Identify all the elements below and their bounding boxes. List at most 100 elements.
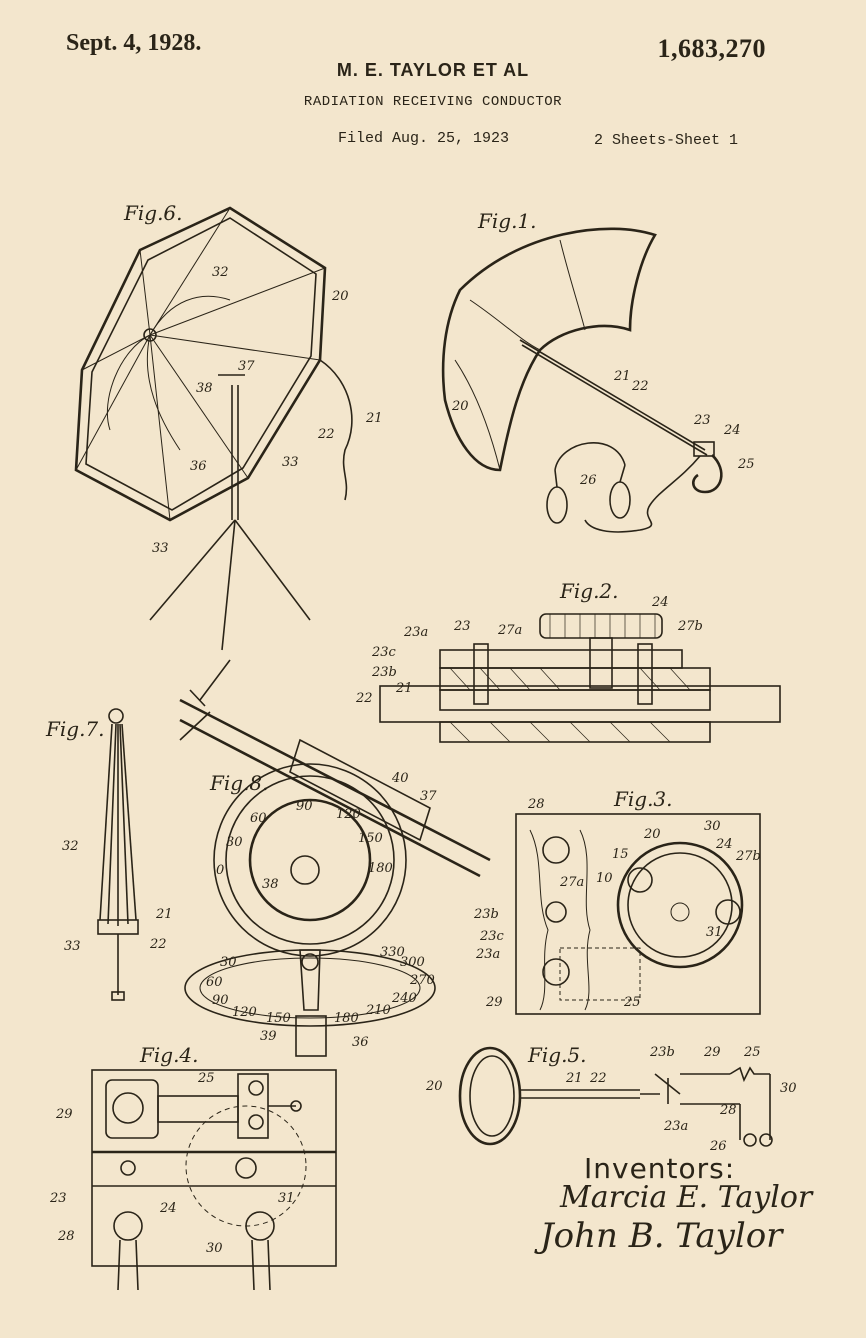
fig7-label: Fig.7. bbox=[45, 717, 105, 741]
fig4-case bbox=[91, 1069, 337, 1267]
fig8-label: Fig.8. bbox=[209, 771, 269, 795]
fig3-dial-labels: 10 15 20 bbox=[596, 827, 661, 886]
svg-text:60: 60 bbox=[250, 811, 267, 826]
svg-text:0: 0 bbox=[216, 863, 224, 878]
svg-text:22: 22 bbox=[631, 379, 649, 394]
svg-text:210: 210 bbox=[365, 1003, 391, 1018]
svg-text:23b: 23b bbox=[649, 1045, 675, 1060]
svg-text:33: 33 bbox=[152, 541, 169, 556]
fig2-knob bbox=[539, 613, 663, 639]
fig6-frame-inner bbox=[85, 217, 317, 511]
svg-text:28: 28 bbox=[527, 797, 545, 812]
fig4-terminal-28 bbox=[113, 1211, 143, 1241]
fig2-right-post bbox=[637, 643, 653, 705]
svg-text:30: 30 bbox=[206, 1241, 223, 1256]
svg-text:150: 150 bbox=[358, 831, 383, 846]
figure-1: Fig.1. 21 22 20 23 24 25 26 bbox=[441, 209, 755, 533]
svg-text:40: 40 bbox=[391, 771, 409, 786]
svg-text:22: 22 bbox=[355, 691, 373, 706]
svg-text:23a: 23a bbox=[403, 625, 428, 640]
svg-text:120: 120 bbox=[336, 807, 361, 822]
svg-text:90: 90 bbox=[212, 993, 229, 1008]
svg-text:25: 25 bbox=[197, 1071, 215, 1086]
svg-text:24: 24 bbox=[715, 837, 733, 852]
svg-text:28: 28 bbox=[57, 1229, 75, 1244]
svg-text:23b: 23b bbox=[473, 907, 499, 922]
patent-number: 1,683,270 bbox=[657, 34, 766, 63]
sheet-count: 2 Sheets-Sheet 1 bbox=[594, 132, 739, 149]
figure-7: Fig.7. 32 21 33 22 bbox=[45, 708, 173, 1001]
svg-text:23a: 23a bbox=[475, 947, 500, 962]
svg-text:25: 25 bbox=[623, 995, 641, 1010]
svg-text:15: 15 bbox=[612, 847, 629, 862]
fig8-dial-inner bbox=[248, 798, 372, 922]
svg-text:27a: 27a bbox=[497, 623, 522, 638]
figure-4: Fig.4. 25 29 23 24 31 28 30 bbox=[49, 1043, 337, 1291]
fig5-resistor bbox=[729, 1066, 770, 1083]
fig6-ribs bbox=[75, 207, 326, 521]
patent-title: RADIATION RECEIVING CONDUCTOR bbox=[303, 94, 563, 110]
svg-text:20: 20 bbox=[643, 827, 661, 842]
svg-text:39: 39 bbox=[260, 1029, 277, 1044]
svg-text:24: 24 bbox=[159, 1201, 177, 1216]
svg-text:10: 10 bbox=[596, 871, 613, 886]
fig3-screw-29 bbox=[542, 958, 570, 986]
patent-date: Sept. 4, 1928. bbox=[66, 30, 202, 56]
fig2-left-post bbox=[473, 643, 489, 705]
filed-date: Filed Aug. 25, 1923 bbox=[338, 130, 510, 147]
svg-text:330: 330 bbox=[380, 945, 405, 960]
fig2-top-plate bbox=[439, 649, 683, 669]
svg-text:27a: 27a bbox=[559, 875, 584, 890]
svg-text:270: 270 bbox=[409, 973, 435, 988]
fig1-label: Fig.1. bbox=[477, 209, 537, 233]
inventors-heading: Inventors: bbox=[584, 1152, 736, 1185]
svg-text:24: 24 bbox=[651, 595, 669, 610]
svg-text:24: 24 bbox=[723, 423, 741, 438]
inventor-names: M. E. TAYLOR ET AL bbox=[336, 60, 530, 80]
svg-text:20: 20 bbox=[425, 1079, 443, 1094]
fig1-cord bbox=[584, 455, 701, 533]
fig6-label: Fig.6. bbox=[123, 201, 183, 225]
svg-text:32: 32 bbox=[212, 265, 229, 280]
svg-text:30: 30 bbox=[704, 819, 721, 834]
fig8-clamp bbox=[289, 738, 431, 842]
fig2-screw bbox=[589, 637, 613, 689]
svg-text:26: 26 bbox=[709, 1139, 727, 1154]
svg-text:38: 38 bbox=[262, 877, 279, 892]
svg-text:28: 28 bbox=[719, 1103, 737, 1118]
fig3-case bbox=[515, 813, 761, 1015]
fig3-knob bbox=[616, 841, 744, 969]
svg-text:29: 29 bbox=[485, 995, 503, 1010]
svg-text:21: 21 bbox=[613, 369, 631, 384]
svg-text:240: 240 bbox=[391, 991, 417, 1006]
fig5-detector bbox=[640, 1073, 681, 1104]
svg-text:23: 23 bbox=[453, 619, 471, 634]
fig8-dial-lower-labels: 30 60 90 120 150 180 210 240 270 300 330 bbox=[206, 945, 435, 1026]
fig6-tripod bbox=[149, 374, 311, 651]
fig8-tube-bottom bbox=[179, 718, 481, 878]
fig4-label: Fig.4. bbox=[139, 1043, 199, 1067]
fig7-ribs bbox=[99, 723, 137, 926]
svg-text:32: 32 bbox=[62, 839, 79, 854]
svg-text:37: 37 bbox=[420, 789, 437, 804]
svg-text:25: 25 bbox=[737, 457, 755, 472]
svg-text:30: 30 bbox=[226, 835, 243, 850]
fig1-shaft bbox=[519, 339, 706, 451]
svg-text:36: 36 bbox=[352, 1035, 369, 1050]
fig1-canopy bbox=[441, 227, 657, 472]
fig3-screw-28 bbox=[542, 836, 570, 864]
svg-text:33: 33 bbox=[282, 455, 299, 470]
fig8-dial-upper-labels: 0 30 60 90 120 150 180 bbox=[216, 799, 393, 878]
svg-text:31: 31 bbox=[706, 925, 723, 940]
svg-text:20: 20 bbox=[331, 289, 349, 304]
signature-marcia-taylor: Marcia E. Taylor bbox=[560, 1180, 813, 1215]
svg-text:20: 20 bbox=[451, 399, 469, 414]
fig8-stem bbox=[295, 1015, 327, 1057]
svg-text:90: 90 bbox=[296, 799, 313, 814]
fig5-label: Fig.5. bbox=[527, 1043, 587, 1067]
fig3-label: Fig.3. bbox=[613, 787, 673, 811]
svg-text:27b: 27b bbox=[677, 619, 703, 634]
svg-text:23: 23 bbox=[693, 413, 711, 428]
fig1-crystal-housing bbox=[693, 441, 715, 457]
